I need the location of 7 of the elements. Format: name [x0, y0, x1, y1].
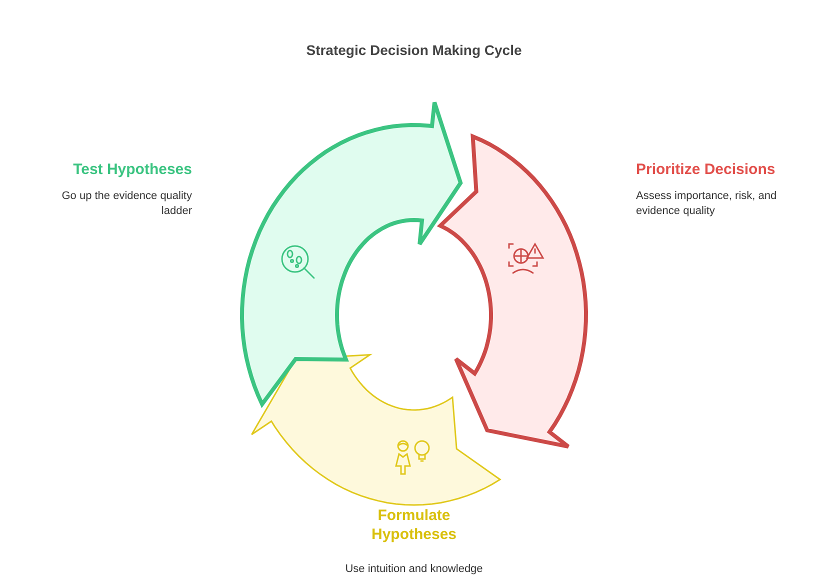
stage-heading: Prioritize Decisions: [636, 160, 776, 179]
stage-description: Use intuition and knowledge: [344, 562, 484, 577]
stage-heading: Test Hypotheses: [72, 160, 192, 179]
stage-heading: Formulate Hypotheses: [370, 506, 458, 544]
stage-description: Assess importance, risk, and evidence quality: [636, 189, 778, 219]
diagram-title: Strategic Decision Making Cycle: [305, 41, 523, 60]
stage-description: Go up the evidence quality ladder: [60, 189, 192, 219]
